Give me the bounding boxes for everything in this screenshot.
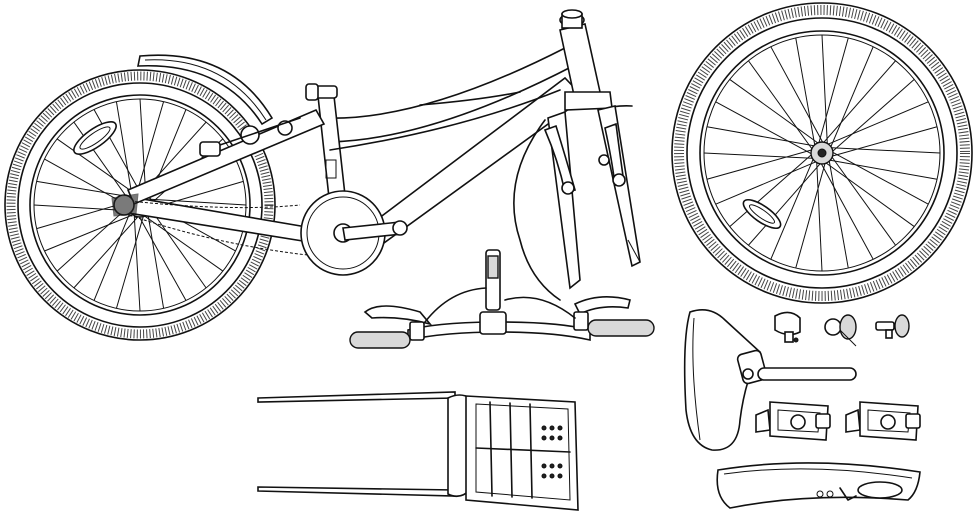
spoke [795, 163, 826, 269]
reflector-small [875, 314, 910, 339]
spoke [56, 138, 136, 195]
rear-rack [257, 391, 579, 511]
spoke [832, 151, 929, 205]
spoke [144, 215, 224, 272]
spoke [147, 213, 165, 309]
spoke [150, 198, 247, 206]
spoke [115, 216, 144, 309]
spoke [703, 152, 813, 159]
spoke [715, 101, 812, 155]
spoke [133, 215, 141, 312]
spoke [706, 149, 812, 180]
spoke [816, 162, 823, 272]
spoke [830, 46, 874, 147]
pedal-left [755, 401, 831, 441]
spoke [795, 37, 816, 145]
spoke [818, 37, 849, 143]
spoke [831, 147, 941, 154]
bell [774, 311, 801, 343]
spoke [770, 159, 814, 260]
spoke [138, 216, 187, 301]
spoke [136, 101, 165, 194]
handlebar [349, 249, 655, 349]
spoke [56, 206, 129, 272]
front-mudguard [716, 462, 921, 509]
spoke [748, 60, 813, 150]
spoke [139, 98, 147, 195]
spoke [729, 79, 819, 144]
spoke [93, 211, 131, 301]
spoke [150, 209, 207, 289]
pedal-right [845, 401, 921, 441]
chain-and-crank [111, 190, 408, 276]
front-fork [513, 91, 641, 301]
rear-mudguard [137, 54, 274, 126]
spoke [748, 163, 821, 246]
saddle-with-seatpost [683, 309, 857, 451]
spoke [830, 159, 938, 180]
spoke [73, 216, 139, 289]
spoke [823, 60, 896, 143]
spoke [821, 34, 828, 144]
spoke [825, 162, 915, 227]
spoke [715, 161, 816, 205]
spoke [832, 126, 938, 157]
spoke [44, 214, 134, 252]
frame [121, 9, 633, 258]
spoke [831, 156, 896, 246]
spoke [36, 180, 132, 198]
spoke [820, 163, 874, 260]
spoke [115, 101, 133, 197]
spoke [832, 79, 915, 152]
spoke [729, 154, 812, 227]
spoke [706, 126, 814, 147]
reflector-round [824, 314, 857, 347]
front-wheel [671, 2, 973, 304]
spoke [828, 161, 849, 269]
spoke [770, 46, 824, 143]
spoke [828, 101, 929, 145]
